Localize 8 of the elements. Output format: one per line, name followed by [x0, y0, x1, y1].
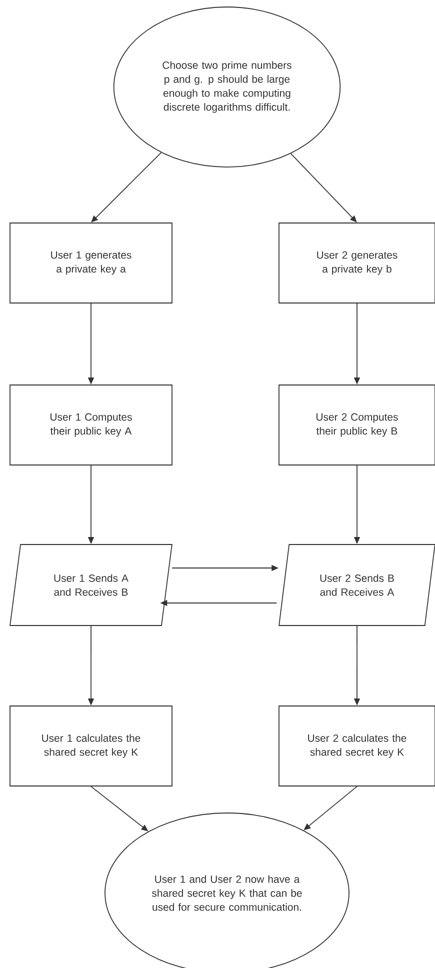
process-box: User 1 Computes their public key A: [10, 384, 172, 466]
process-box: User 2 generates a private key b: [278, 222, 435, 304]
process-box: User 1 calculates the shared secret key K: [10, 706, 172, 786]
process-box: User 1 generates a private key a: [10, 222, 172, 304]
process-box: User 2 calculates the shared secret key K: [278, 706, 435, 786]
process-box: User 2 Computes their public key B: [278, 384, 435, 466]
data-parallelogram: User 2 Sends B and Receives A: [278, 544, 435, 626]
data-parallelogram: User 1 Sends A and Receives B: [10, 544, 172, 626]
